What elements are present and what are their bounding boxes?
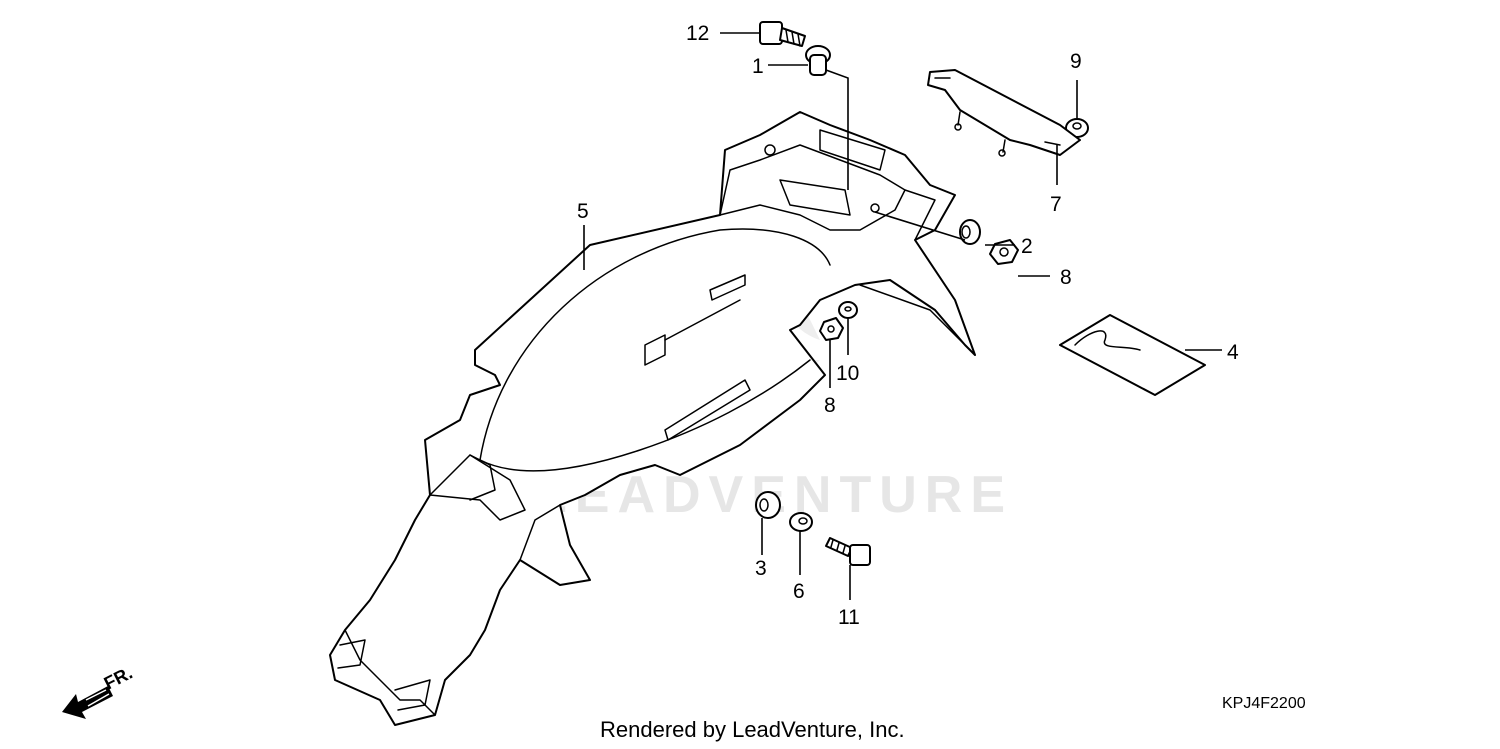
- nut-8-lower-part[interactable]: [819, 317, 844, 341]
- callout-8-lower: 8: [824, 394, 836, 417]
- callout-5: 5: [577, 200, 589, 223]
- collar-1-part[interactable]: [805, 45, 831, 76]
- callout-3: 3: [755, 557, 767, 580]
- rear-fender-part[interactable]: [329, 111, 976, 726]
- leader-lines: [583, 32, 1222, 600]
- callout-4: 4: [1227, 341, 1239, 364]
- collar-6-part[interactable]: [789, 512, 813, 532]
- callout-9: 9: [1070, 50, 1082, 73]
- callout-2: 2: [1021, 235, 1033, 258]
- callout-6: 6: [793, 580, 805, 603]
- callout-10: 10: [836, 362, 859, 385]
- bolt-11-part[interactable]: [825, 537, 871, 566]
- callout-12: 12: [686, 22, 709, 45]
- bracket-7-part[interactable]: [927, 69, 1081, 157]
- callout-7: 7: [1050, 193, 1062, 216]
- nut-8-part[interactable]: [989, 239, 1019, 265]
- callout-8: 8: [1060, 266, 1072, 289]
- grommet-3-part[interactable]: [755, 491, 781, 519]
- credit-text: Rendered by LeadVenture, Inc.: [600, 717, 905, 742]
- callout-1: 1: [752, 55, 764, 78]
- bolt-12-part[interactable]: [759, 21, 806, 47]
- label-4-part[interactable]: [1059, 314, 1206, 396]
- grommet-2-part[interactable]: [959, 219, 981, 245]
- callout-11: 11: [838, 606, 860, 629]
- diagram-code: KPJ4F2200: [1222, 695, 1306, 712]
- front-direction-arrow-icon: [62, 686, 113, 719]
- washer-10-part[interactable]: [838, 301, 858, 319]
